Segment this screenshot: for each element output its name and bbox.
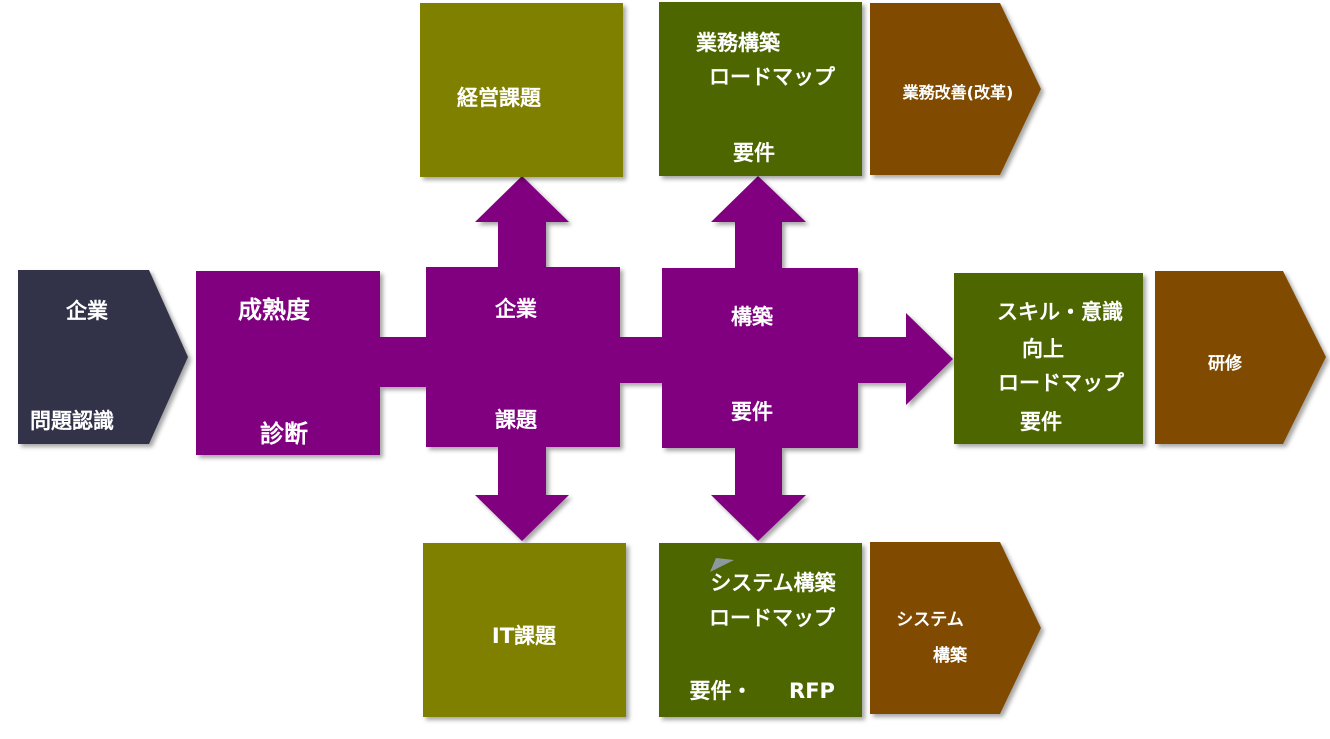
build-down-arrow	[711, 446, 806, 541]
biz-roadmap-label-3: 要件	[733, 141, 775, 165]
training-shape	[1155, 271, 1326, 444]
biz-improve-label: 業務改善(改革)	[902, 83, 1014, 102]
it-issue-label: IT課題	[492, 624, 557, 648]
skill-roadmap-label-3: ロードマップ	[998, 371, 1125, 395]
build-to-skill-arrow	[856, 313, 953, 405]
company-issue-label-1: 企業	[65, 299, 109, 323]
biz-roadmap-label-1: 業務構築	[696, 31, 781, 55]
sys-build-label-1: システム	[896, 610, 964, 630]
skill-roadmap-shape	[954, 273, 1143, 444]
purple-flow	[196, 176, 953, 541]
mgmt-issue-shape	[420, 3, 623, 177]
company-issue-label-2: 問題認識	[30, 409, 114, 433]
training-node: 研修	[1155, 271, 1326, 444]
sys-roadmap-label-3b: RFP	[789, 679, 835, 703]
biz-improve-node: 業務改善(改革)	[870, 3, 1041, 175]
sys-build-label-2: 構築	[933, 645, 968, 666]
company-task-label-2: 課題	[495, 408, 538, 432]
company-issue-node: 企業 問題認識	[18, 270, 188, 444]
build-up-arrow	[711, 176, 806, 270]
skill-roadmap-node: スキル・意識 向上 ロードマップ 要件	[954, 273, 1143, 444]
mgmt-issue-node: 経営課題	[420, 3, 623, 177]
sys-roadmap-node: システム構築 ロードマップ 要件・ RFP	[659, 543, 862, 717]
company-issue-shape	[18, 270, 188, 444]
company-down-arrow	[475, 445, 569, 541]
company-up-arrow	[475, 176, 569, 269]
sys-build-shape	[870, 542, 1041, 714]
sys-roadmap-shape	[659, 543, 862, 717]
build-req-label-1: 構築	[731, 305, 774, 329]
skill-roadmap-label-4: 要件	[1020, 410, 1062, 434]
skill-roadmap-label-2: 向上	[1022, 337, 1064, 361]
maturity-shape	[196, 271, 380, 455]
sys-roadmap-label-3a: 要件・	[690, 679, 753, 703]
it-issue-node: IT課題	[423, 543, 626, 717]
biz-roadmap-shape	[659, 2, 862, 176]
biz-roadmap-label-2: ロードマップ	[709, 65, 836, 89]
biz-roadmap-node: 業務構築 ロードマップ 要件	[659, 2, 862, 176]
sys-roadmap-label-1: システム構築	[710, 571, 836, 595]
maturity-label-1: 成熟度	[238, 296, 311, 324]
company-task-shape	[426, 267, 620, 447]
build-req-shape	[662, 268, 858, 448]
sys-roadmap-corner-mark	[710, 558, 734, 572]
training-label: 研修	[1208, 353, 1243, 374]
sys-roadmap-label-2: ロードマップ	[709, 606, 836, 630]
maturity-label-2: 診断	[260, 420, 308, 448]
it-issue-shape	[423, 543, 626, 717]
biz-improve-shape	[870, 3, 1041, 175]
skill-roadmap-label-1: スキル・意識	[997, 300, 1123, 324]
build-req-label-2: 要件	[731, 400, 773, 424]
company-task-label-1: 企業	[494, 297, 538, 321]
sys-build-node: システム 構築	[870, 542, 1041, 714]
mgmt-issue-label: 経営課題	[457, 86, 542, 110]
